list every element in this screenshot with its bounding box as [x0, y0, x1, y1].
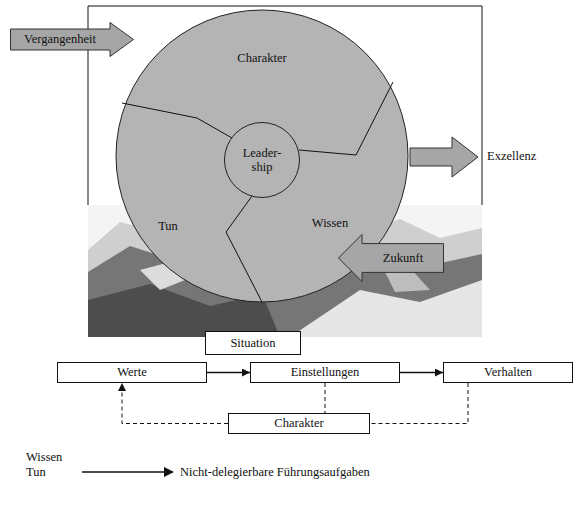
legend-arrow [82, 471, 166, 472]
node-text: Leader- ship [237, 146, 287, 175]
node-text: Situation [230, 336, 275, 350]
segment-label: Tun [155, 217, 181, 236]
process-box: Einstellungen [250, 362, 400, 383]
node-text: Werte [117, 365, 147, 379]
legend-term: Wissen [26, 450, 62, 464]
process-box: Werte [57, 362, 207, 383]
future-arrow: Zukunft [338, 234, 444, 282]
character-box: Charakter [228, 413, 370, 434]
node-text: Verhalten [484, 365, 532, 379]
node-text: Zukunft [383, 251, 423, 265]
situation-box: Situation [205, 331, 301, 355]
legend-text: Nicht-delegierbare Führungsaufgaben [180, 465, 370, 479]
outcome-label: Exzellenz [487, 149, 536, 163]
segment-divider [226, 196, 262, 302]
node-text: Tun [158, 219, 178, 233]
process-box: Verhalten [443, 362, 573, 383]
segment-divider [122, 103, 232, 138]
excellence-arrow [410, 137, 478, 177]
segment-divider [299, 82, 393, 155]
core-circle: Leader- ship [224, 122, 300, 198]
arrow-connector [400, 372, 443, 373]
node-text: Charakter [274, 416, 323, 430]
segment-label: Wissen [309, 214, 352, 233]
node-text: Charakter [237, 51, 286, 65]
node-text: Einstellungen [291, 365, 360, 379]
node-text: Wissen [312, 216, 348, 230]
legend-term: Tun [26, 465, 46, 479]
segment-label: Charakter [234, 49, 290, 68]
past-arrow: Vergangenheit [10, 22, 134, 57]
node-text: Vergangenheit [24, 32, 96, 46]
dashed-connector [122, 383, 228, 424]
dashed-connector [325, 383, 326, 413]
arrow-connector [207, 372, 250, 373]
dashed-connector [370, 383, 468, 424]
legend-arrowhead [164, 467, 174, 477]
